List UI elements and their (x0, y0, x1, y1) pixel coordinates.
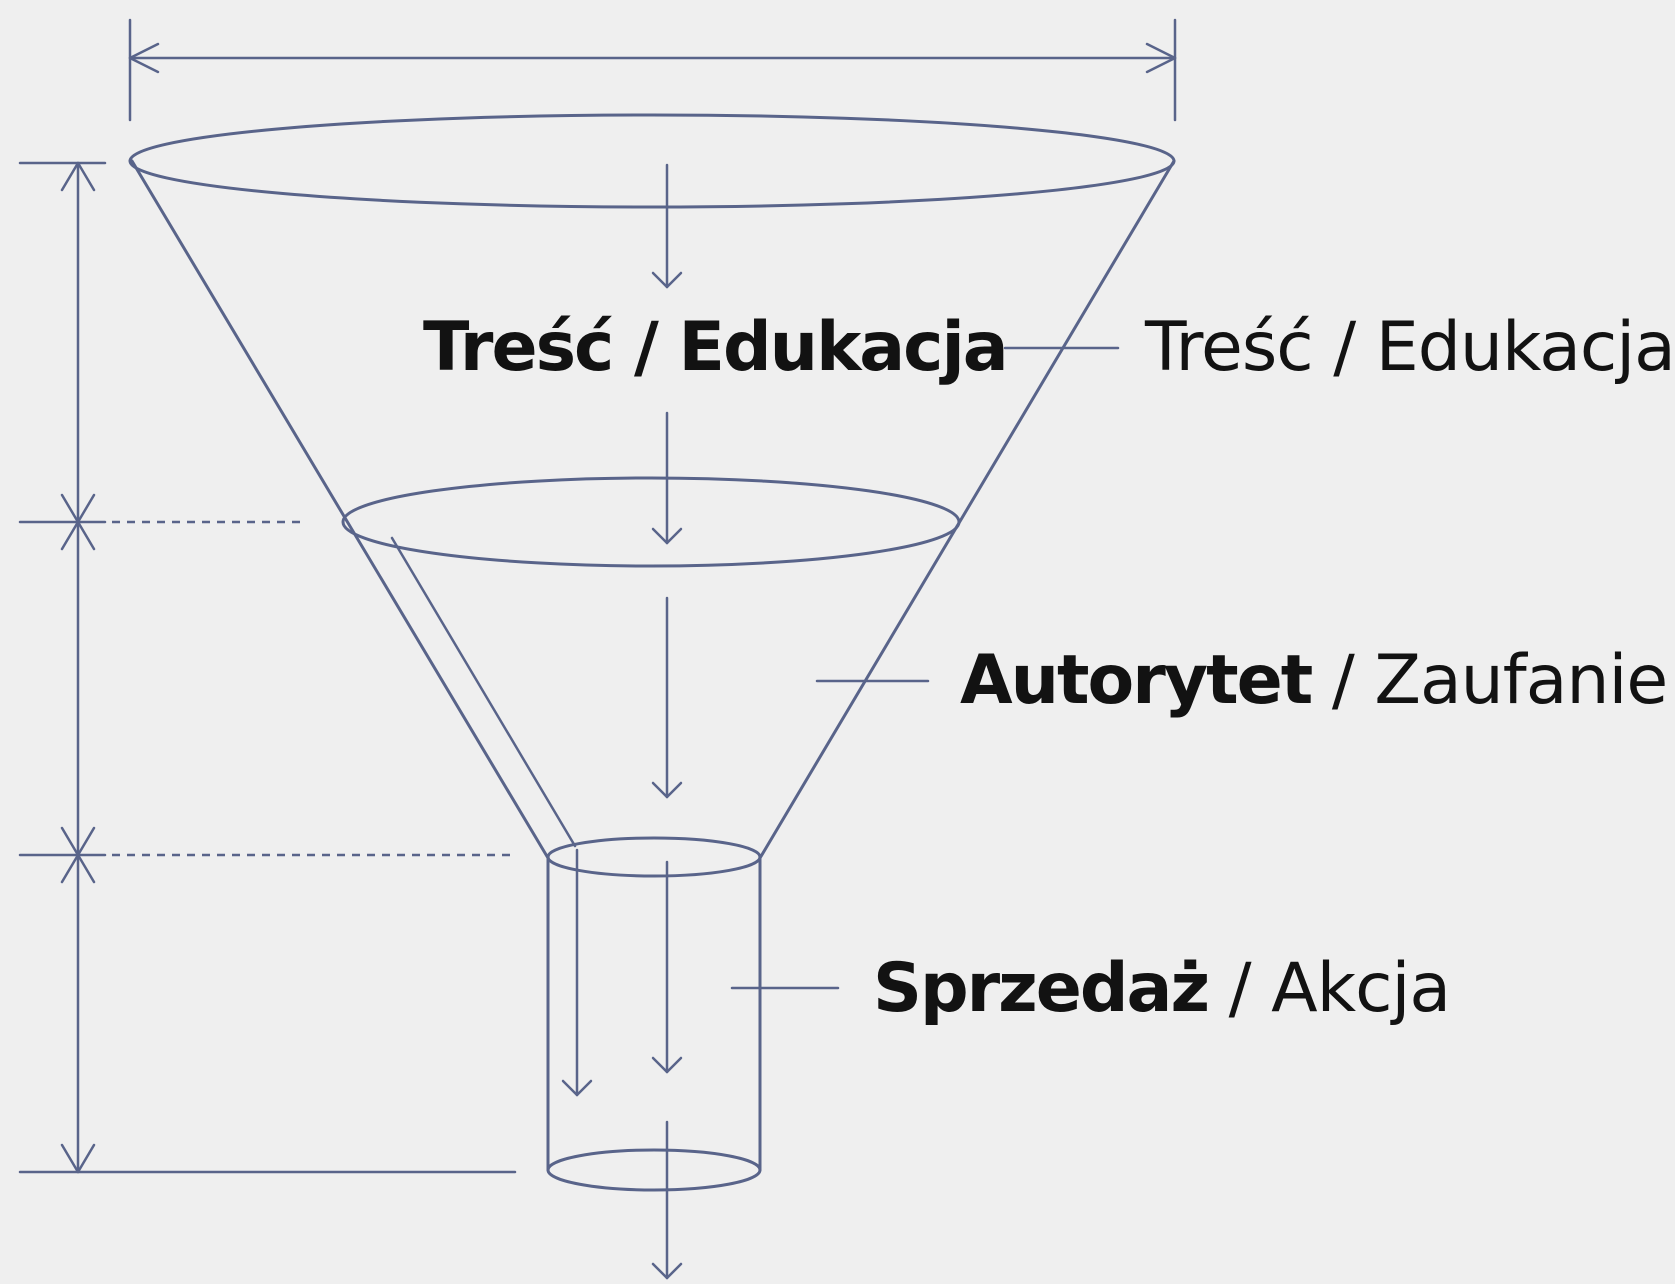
stage-action-regular: Akcja (1271, 949, 1451, 1028)
flow-arrows (561, 163, 683, 1280)
stage-authority-bold: Autorytet (960, 641, 1313, 720)
width-dimension (128, 18, 1177, 122)
stage-sales-separator: / (1208, 949, 1272, 1028)
stage-authority-trust-label: Autorytet / Zaufanie (960, 647, 1668, 715)
stage-content-education-side-label: Treść / Edukacja (1145, 308, 1675, 387)
stage-sales-bold: Sprzedaż (873, 949, 1210, 1028)
stage-content-education-main-label: Treść / Edukacja (423, 308, 1009, 387)
stage-authority-separator: / (1311, 641, 1375, 720)
height-dimension (18, 161, 517, 1174)
stage-trust-regular: Zaufanie (1374, 641, 1668, 720)
funnel-shape (128, 113, 1176, 1192)
stage-sales-action-label: Sprzedaż / Akcja (873, 955, 1451, 1023)
label-leaders (730, 346, 1120, 990)
